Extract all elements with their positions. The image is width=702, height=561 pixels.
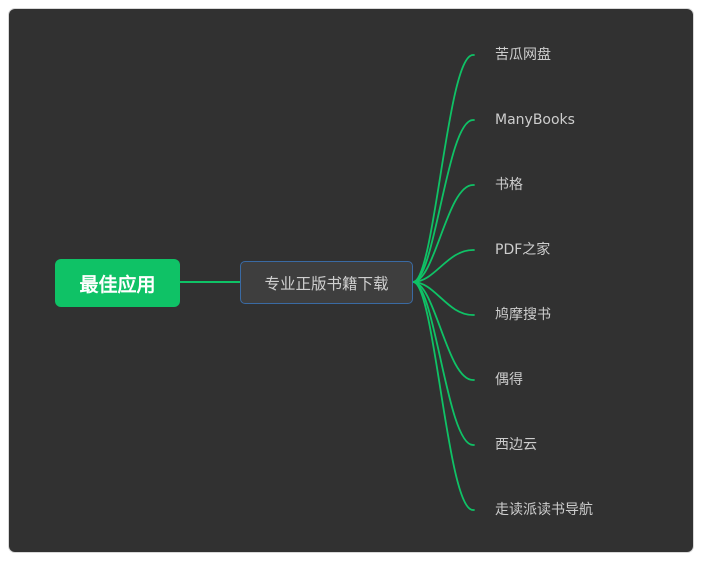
leaf-node[interactable]: 书格 bbox=[495, 177, 523, 193]
mind-map-canvas: 最佳应用 专业正版书籍下载 苦瓜网盘 ManyBooks 书格 PDF之家 鸠摩… bbox=[9, 9, 693, 552]
topic-node[interactable]: 专业正版书籍下载 bbox=[240, 261, 413, 304]
leaf-node[interactable]: 西边云 bbox=[495, 437, 537, 453]
leaf-node[interactable]: 苦瓜网盘 bbox=[495, 47, 551, 63]
leaf-node[interactable]: 走读派读书导航 bbox=[495, 502, 593, 518]
branch-connector bbox=[412, 281, 475, 381]
leaf-node[interactable]: ManyBooks bbox=[495, 112, 575, 128]
branch-connector bbox=[412, 184, 475, 283]
leaf-node[interactable]: PDF之家 bbox=[495, 242, 551, 258]
branch-connector bbox=[412, 281, 475, 511]
root-label: 最佳应用 bbox=[79, 273, 156, 296]
leaf-node[interactable]: 偶得 bbox=[495, 372, 523, 388]
branch-connector bbox=[412, 281, 475, 446]
branch-connector bbox=[412, 119, 475, 283]
branch-connector bbox=[412, 54, 475, 283]
root-node[interactable]: 最佳应用 bbox=[55, 259, 180, 307]
branch-connector bbox=[412, 249, 475, 283]
branch-connector bbox=[412, 281, 475, 316]
topic-label: 专业正版书籍下载 bbox=[264, 274, 389, 293]
leaf-node[interactable]: 鸠摩搜书 bbox=[495, 307, 551, 323]
connector-lines bbox=[180, 54, 475, 511]
